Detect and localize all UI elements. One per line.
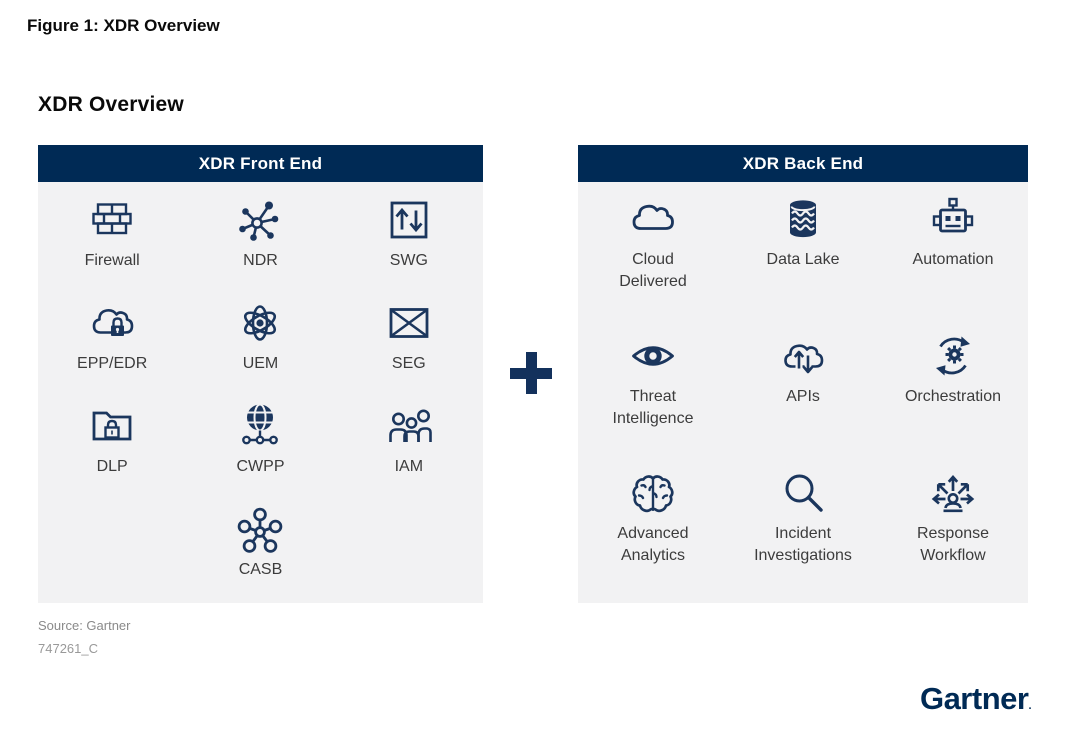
diagram-title: XDR Overview [38,93,184,116]
item-label: IAM [394,458,424,475]
people-group-icon [384,401,434,451]
robot-icon [928,194,978,244]
item-uem: UEM [235,298,285,401]
item-firewall: Firewall [85,195,140,298]
item-label: APIs [786,388,820,405]
item-label: Firewall [84,252,140,269]
item-seg: SEG [384,298,434,401]
eye-icon [628,331,678,381]
envelope-icon [384,298,434,348]
item-dlp: DLP [87,401,137,504]
item-ndr: NDR [235,195,285,298]
atom-icon [235,298,285,348]
item-label: DLP [96,458,128,475]
source-document-code: 747261_C [38,641,98,656]
item-label: Incident Investigations [754,525,852,564]
item-apis: APIs [778,331,828,468]
item-threat-intelligence: Threat Intelligence [612,331,694,468]
back-end-header: XDR Back End [578,145,1028,182]
folder-lock-icon [87,401,137,451]
item-iam: IAM [384,401,434,504]
gateway-arrows-icon [384,195,434,245]
item-label: Orchestration [904,388,1002,405]
item-cwpp: CWPP [235,401,285,504]
item-label: Threat Intelligence [612,388,694,427]
item-label: Automation [912,251,994,268]
front-end-header: XDR Front End [38,145,483,182]
cloud-icon [628,194,678,244]
item-incident-investigations: Incident Investigations [754,468,852,605]
item-orchestration: Orchestration [905,331,1001,468]
item-label: SEG [391,355,426,372]
item-response-workflow: Response Workflow [917,468,989,605]
gear-sync-icon [928,331,978,381]
network-hub-icon [235,195,285,245]
item-swg: SWG [384,195,434,298]
item-epp-edr: EPP/EDR [77,298,147,401]
item-cloud-delivered: Cloud Delivered [619,194,687,331]
item-label: Cloud Delivered [619,251,687,290]
item-label: EPP/EDR [77,355,148,372]
item-label: UEM [242,355,279,372]
brain-icon [628,468,678,518]
item-label: NDR [243,252,278,269]
item-label: Data Lake [766,251,840,268]
globe-network-icon [235,401,285,451]
person-arrows-icon [928,468,978,518]
item-label: Advanced Analytics [617,525,689,564]
back-end-grid: Cloud Delivered Data Lake [578,182,1028,605]
node-cluster-icon [235,504,285,554]
cloud-lock-icon [87,298,137,348]
item-label: CASB [238,561,283,578]
front-end-grid: Firewall NDR [38,182,483,607]
item-label: SWG [389,252,428,269]
item-label: Response Workflow [916,525,990,564]
firewall-icon [87,195,137,245]
item-automation: Automation [912,194,994,331]
cloud-transfer-icon [778,331,828,381]
xdr-front-end-panel: XDR Front End Firewall [38,145,483,603]
gartner-logo: Gartner. [920,681,1031,717]
source-attribution: Source: Gartner [38,618,131,633]
gartner-logo-text: Gartner [919,681,1029,716]
xdr-back-end-panel: XDR Back End Cloud Delivered Data Lake [578,145,1028,603]
item-label: CWPP [236,458,285,475]
item-advanced-analytics: Advanced Analytics [617,468,689,605]
plus-icon [492,335,570,411]
registered-mark-dot: . [1028,700,1031,712]
item-casb: CASB [235,504,285,607]
figure-title: Figure 1: XDR Overview [27,16,220,35]
database-icon [778,194,828,244]
magnifier-icon [778,468,828,518]
item-data-lake: Data Lake [766,194,840,331]
